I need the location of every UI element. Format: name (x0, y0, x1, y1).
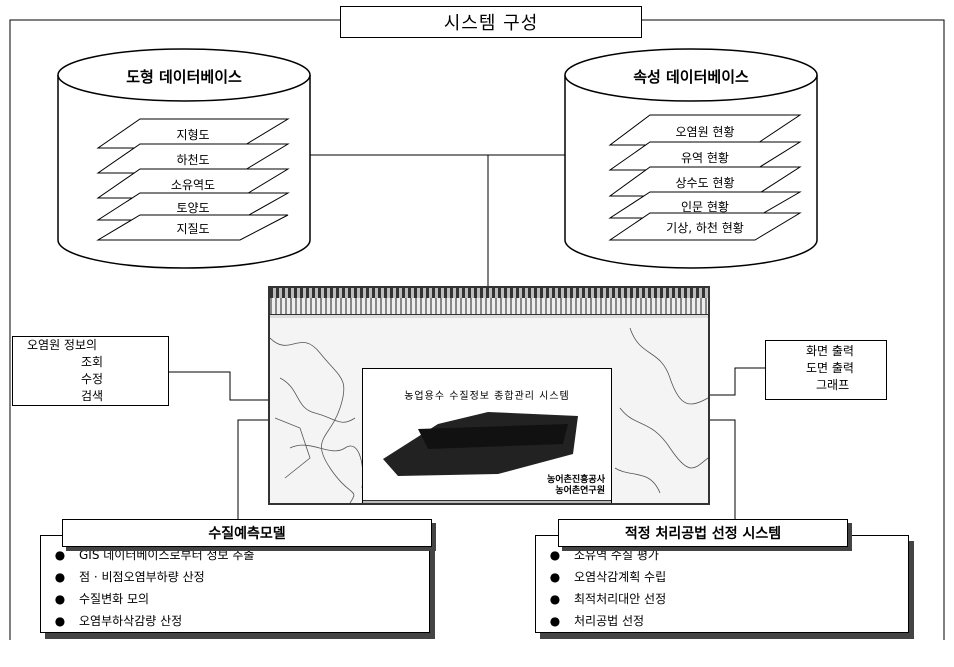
list-item: ● 오염삭감계획 수립 (536, 566, 908, 588)
attribute-db-title: 속성 데이터베이스 (633, 68, 749, 86)
model-item-text: 오염부하삭감량 산정 (79, 614, 183, 628)
output-graph: 그래프 (816, 378, 850, 392)
list-item: ● 처리공법 선정 (536, 610, 908, 632)
pollution-info-box: 오염원 정보의 조회 수정 검색 (12, 336, 169, 406)
bullet-icon: ● (549, 592, 561, 606)
layer-soil: 토양도 (176, 201, 210, 215)
pollution-info-query: 조회 (81, 355, 104, 369)
layer-demographic: 인문 현황 (681, 200, 729, 214)
model-item-text: 점 · 비점오염부하량 산정 (79, 570, 205, 584)
splash-org-line2: 농어촌연구원 (555, 486, 605, 496)
layer-geology: 지질도 (176, 222, 210, 236)
bullet-icon: ● (549, 614, 561, 628)
layer-weather-river: 기상, 하천 현황 (666, 221, 744, 235)
layer-topo: 지형도 (176, 128, 210, 142)
graphic-db-title: 도형 데이터베이스 (126, 68, 242, 86)
list-item: ● GIS 데이터베이스로부터 정보 추출 (41, 544, 429, 566)
model-item-text: 수질변화 모의 (79, 592, 150, 606)
splash-ok-button[interactable] (511, 503, 553, 505)
output-box: 화면 출력 도면 출력 그래프 (765, 340, 887, 400)
water-quality-model-panel: ● GIS 데이터베이스로부터 정보 추출 ● 점 · 비점오염부하량 산정 ● 수질… (40, 535, 430, 633)
model-items: ● GIS 데이터베이스로부터 정보 추출 ● 점 · 비점오염부하량 산정 ● 수질… (41, 544, 429, 632)
water-quality-model-title: 수질예측모델 (62, 519, 432, 547)
treatment-selection-title: 적정 처리공법 선정 시스템 (558, 519, 848, 547)
treatment-item-text: 오염삭감계획 수립 (574, 570, 667, 584)
list-item: ● 점 · 비점오염부하량 산정 (41, 566, 429, 588)
bullet-icon: ● (54, 592, 66, 606)
splash-logo-icon (383, 412, 578, 476)
treatment-item-text: 처리공법 선정 (574, 614, 645, 628)
pollution-info-search: 검색 (81, 389, 104, 403)
splash-title: 농업용수 수질정보 종합관리 시스템 (404, 391, 570, 402)
bullet-icon: ● (549, 548, 561, 562)
bullet-icon: ● (54, 570, 66, 584)
treatment-items: ● 소유역 수질 평가 ● 오염삭감계획 수립 ● 최적처리대안 선정 ● 처리공법 선… (536, 544, 908, 632)
list-item: ● 소유역 수질 평가 (536, 544, 908, 566)
splash-org: 농어촌진흥공사 농어촌연구원 (547, 475, 605, 497)
layer-river: 하천도 (176, 153, 210, 167)
treatment-selection-panel: ● 소유역 수질 평가 ● 오염삭감계획 수립 ● 최적처리대안 선정 ● 처리공법 선… (535, 535, 909, 633)
layer-water-supply: 상수도 현황 (675, 176, 735, 190)
output-screen: 화면 출력 (806, 344, 854, 358)
bullet-icon: ● (54, 614, 66, 628)
splash-footer (363, 500, 611, 503)
output-map: 도면 출력 (806, 361, 854, 375)
layer-basin-status: 유역 현황 (681, 151, 729, 165)
layer-subbasin: 소유역도 (170, 178, 216, 192)
pollution-info-edit: 수정 (81, 372, 104, 386)
system-title: 시스템 구성 (340, 6, 642, 38)
app-screenshot: 농업용수 수질정보 종합관리 시스템 농어촌진흥공사 농어촌연구원 (268, 286, 710, 505)
app-map-view: 농업용수 수질정보 종합관리 시스템 농어촌진흥공사 농어촌연구원 (270, 318, 708, 503)
treatment-item-text: 최적처리대안 선정 (574, 592, 667, 606)
model-item-text: GIS 데이터베이스로부터 정보 추출 (79, 548, 255, 562)
treatment-item-text: 소유역 수질 평가 (574, 548, 659, 562)
list-item: ● 오염부하삭감량 산정 (41, 610, 429, 632)
list-item: ● 최적처리대안 선정 (536, 588, 908, 610)
app-menubar (270, 288, 708, 298)
splash-org-line1: 농어촌진흥공사 (547, 475, 605, 485)
list-item: ● 수질변화 모의 (41, 588, 429, 610)
bullet-icon: ● (54, 548, 66, 562)
map-lines (270, 327, 708, 503)
pollution-info-heading: 오염원 정보의 (27, 338, 98, 352)
splash-window: 농업용수 수질정보 종합관리 시스템 농어촌진흥공사 농어촌연구원 (362, 368, 612, 505)
app-toolbar (270, 298, 708, 315)
layer-pollution-source: 오염원 현황 (675, 125, 735, 139)
bullet-icon: ● (549, 570, 561, 584)
